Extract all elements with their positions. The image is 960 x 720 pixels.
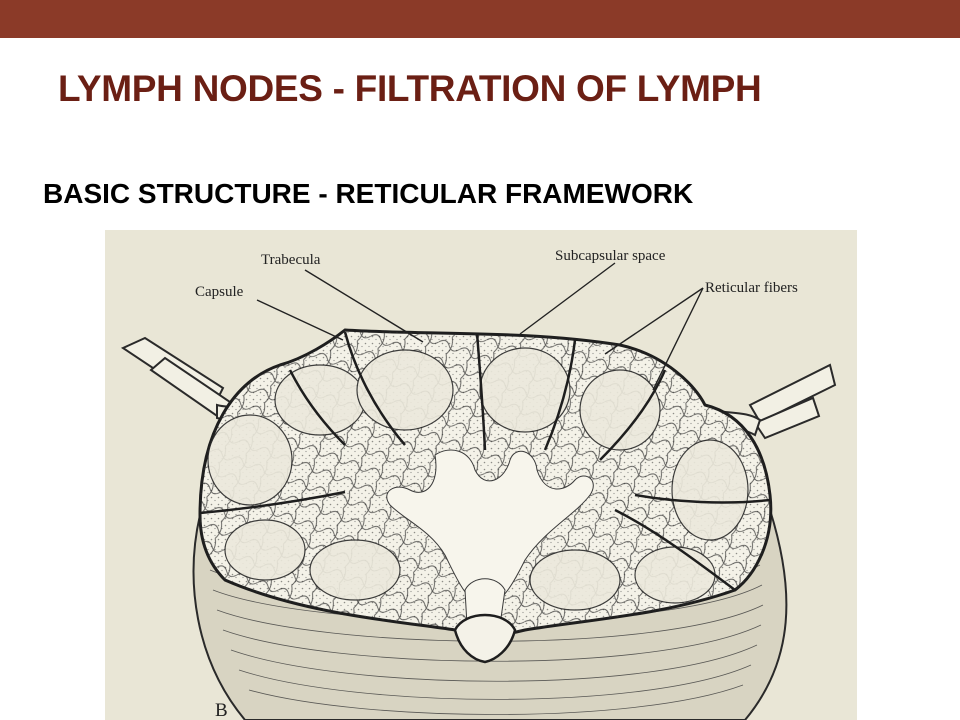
lymph-node-diagram: Trabecula Subcapsular space Capsule Reti… xyxy=(105,230,857,720)
label-subcapsular-space: Subcapsular space xyxy=(555,248,666,264)
lymphoid-nodules xyxy=(207,347,749,611)
label-capsule: Capsule xyxy=(195,284,244,300)
label-reticular-fibers: Reticular fibers xyxy=(705,280,798,296)
accent-top-bar xyxy=(0,0,960,38)
slide-subtitle: BASIC STRUCTURE - RETICULAR FRAMEWORK xyxy=(43,178,694,209)
leader-lines xyxy=(256,262,704,391)
trabeculae xyxy=(199,331,771,592)
panel-letter: B xyxy=(215,700,228,720)
hilum xyxy=(453,613,517,664)
slide-title: LYMPH NODES - FILTRATION OF LYMPH xyxy=(58,68,762,109)
label-trabecula: Trabecula xyxy=(261,252,321,268)
lymph-node-illustration: Trabecula Subcapsular space Capsule Reti… xyxy=(105,230,857,720)
